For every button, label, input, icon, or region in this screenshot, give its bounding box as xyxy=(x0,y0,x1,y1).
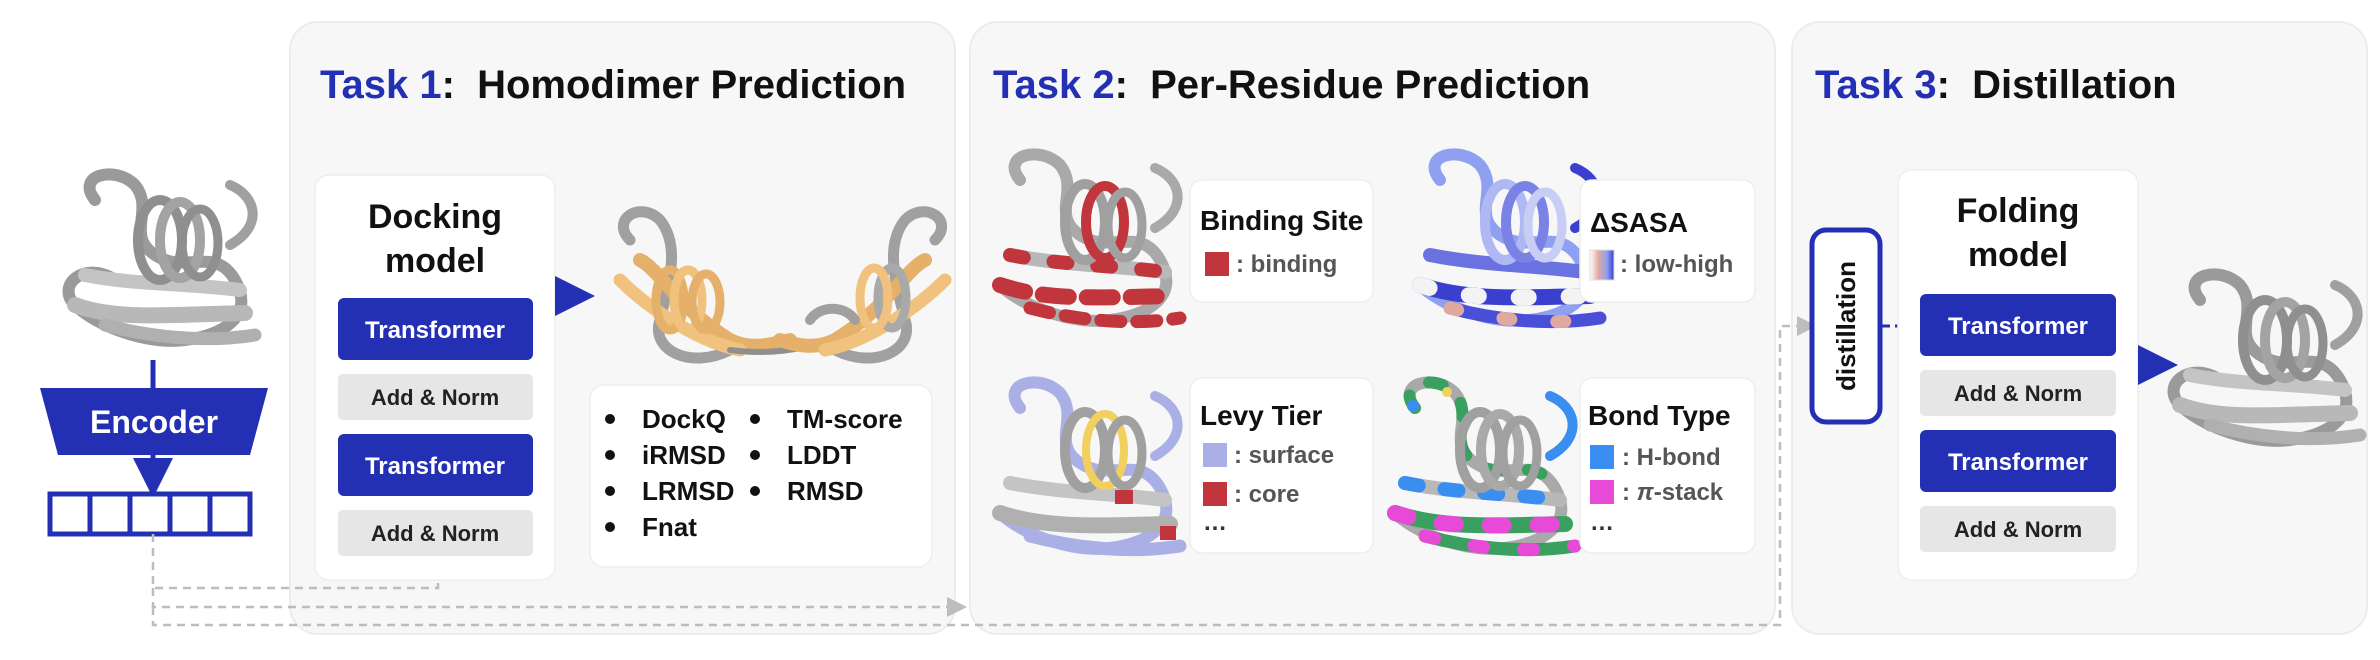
embedding-to-task3-dashed-arrow xyxy=(151,316,1817,627)
binding-color-swatch xyxy=(1205,252,1229,276)
folding-addnorm-block-1 xyxy=(1920,370,2116,416)
task1-title-number: Task 1 xyxy=(320,63,442,107)
folding-transformer-block-2 xyxy=(1920,430,2116,492)
docking-transformer-block-1 xyxy=(338,298,533,360)
encoder-label: Encoder xyxy=(90,404,218,440)
docking-transformer-block-2 xyxy=(338,434,533,496)
docking-model-title-line2: model xyxy=(385,242,485,280)
embedding-vector xyxy=(47,491,253,537)
bond-type-protein-icon xyxy=(1387,376,1582,557)
levy-surface-label: : surface xyxy=(1234,442,1334,469)
levy-core-label: : core xyxy=(1234,481,1299,508)
binding-site-title: Binding Site xyxy=(1200,205,1363,236)
folding-addnorm-label-1: Add & Norm xyxy=(1954,381,2082,406)
task2-title-number: Task 2 xyxy=(993,63,1115,107)
task1-title-text: : Homodimer Prediction xyxy=(442,63,907,107)
metric-tm-score: TM-score xyxy=(787,404,903,434)
metric-fnat: Fnat xyxy=(642,512,697,542)
folding-transformer-label-2: Transformer xyxy=(1948,449,2088,476)
task2-title: Task 2: Per-Residue Prediction xyxy=(993,63,1590,107)
folding-transformer-label-1: Transformer xyxy=(1948,313,2088,340)
docking-addnorm-label-2: Add & Norm xyxy=(371,521,499,546)
docking-model-title-line1: Docking xyxy=(368,198,502,236)
homodimer-protein-icon xyxy=(613,206,952,364)
task3-title-number: Task 3 xyxy=(1815,63,1937,107)
metrics-right-list: TM-score LDDT RMSD xyxy=(750,404,903,506)
metrics-card xyxy=(589,384,933,568)
levy-tier-title: Levy Tier xyxy=(1200,400,1323,431)
docking-transformer-label-2: Transformer xyxy=(365,453,505,480)
task3-title: Task 3: Distillation xyxy=(1815,63,2177,107)
binding-legend-label: : binding xyxy=(1236,251,1337,278)
levy-core-swatch xyxy=(1203,482,1227,506)
levy-surface-swatch xyxy=(1203,443,1227,467)
levy-tier-protein-icon xyxy=(992,376,1187,557)
sasa-legend-label: : low-high xyxy=(1620,251,1733,278)
output-protein-icon xyxy=(2167,268,2367,447)
folding-transformer-block-1 xyxy=(1920,294,2116,356)
metric-lrmsd: LRMSD xyxy=(642,476,734,506)
metric-rmsd: RMSD xyxy=(787,476,864,506)
pistack-label: : π-stack xyxy=(1622,479,1724,506)
hbond-swatch xyxy=(1590,445,1614,469)
distillation-label: distillation xyxy=(1831,261,1861,391)
folding-model-title-line1: Folding xyxy=(1957,192,2080,230)
sasa-title: ΔSASA xyxy=(1590,207,1688,238)
bond-more-ellipsis: … xyxy=(1590,509,1614,536)
metric-dockq: DockQ xyxy=(642,404,726,434)
metric-lddt: LDDT xyxy=(787,440,856,470)
folding-addnorm-block-2 xyxy=(1920,506,2116,552)
folding-addnorm-label-2: Add & Norm xyxy=(1954,517,2082,542)
bond-type-title: Bond Type xyxy=(1588,400,1731,431)
binding-site-protein-icon xyxy=(992,148,1187,329)
docking-transformer-label-1: Transformer xyxy=(365,317,505,344)
metric-irmsd: iRMSD xyxy=(642,440,726,470)
hbond-label: : H-bond xyxy=(1622,444,1721,471)
binding-site-legend-card xyxy=(1189,179,1374,303)
distillation-box xyxy=(1809,227,1883,425)
docking-addnorm-label-1: Add & Norm xyxy=(371,385,499,410)
docking-addnorm-block-2 xyxy=(338,510,533,556)
levy-more-ellipsis: … xyxy=(1203,509,1227,536)
sasa-legend-card xyxy=(1579,179,1756,303)
input-protein-icon xyxy=(62,168,262,347)
sasa-gradient-swatch xyxy=(1589,249,1615,281)
metrics-left-list: DockQ iRMSD LRMSD Fnat xyxy=(605,404,734,542)
encoder-block xyxy=(40,388,268,455)
task3-title-text: : Distillation xyxy=(1937,63,2177,107)
pistack-swatch xyxy=(1590,480,1614,504)
levy-tier-legend-card xyxy=(1189,377,1374,554)
task2-title-text: : Per-Residue Prediction xyxy=(1115,63,1591,107)
bond-type-legend-card xyxy=(1579,377,1756,554)
folding-model-title-line2: model xyxy=(1968,236,2068,274)
docking-addnorm-block-1 xyxy=(338,374,533,420)
task1-title: Task 1: Homodimer Prediction xyxy=(320,63,906,107)
